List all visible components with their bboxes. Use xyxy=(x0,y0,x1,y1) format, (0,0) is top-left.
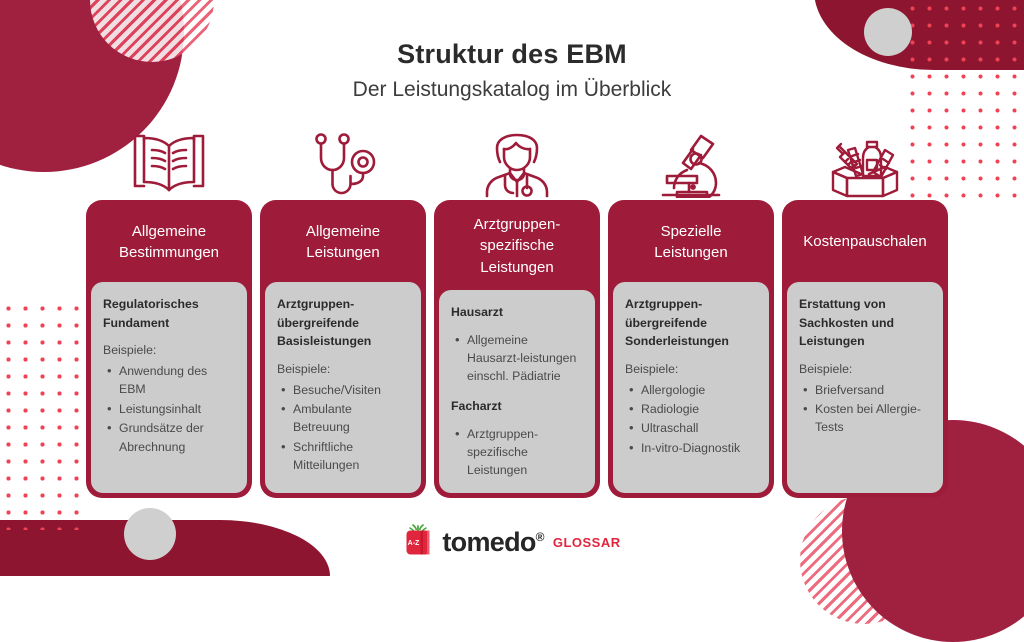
list-item: Briefversand xyxy=(801,379,931,399)
page-subtitle: Der Leistungskatalog im Überblick xyxy=(352,77,672,101)
list-item: Radiologie xyxy=(627,399,757,419)
example-list: Allgemeine Hausarzt-leistungen einschl. … xyxy=(453,330,583,386)
example-list: Besuche/Visiten Ambulante Betreuung Schr… xyxy=(279,379,409,475)
examples-label: Beispiele: xyxy=(799,362,853,377)
card-kostenpauschalen[interactable]: Kostenpauschalen Erstattung von Sachkost… xyxy=(782,200,948,498)
section-heading: Arztgruppen-übergreifende Basisleistunge… xyxy=(277,297,372,349)
example-list: Arztgruppen-spezifische Leistungen xyxy=(453,424,583,480)
card-body: Arztgruppen-übergreifende Sonderleistung… xyxy=(613,282,769,493)
list-item: Grundsätze der Abrechnung xyxy=(105,418,235,456)
open-book-icon xyxy=(86,128,252,200)
section-heading: Hausarzt xyxy=(451,304,503,319)
stethoscope-icon xyxy=(260,128,426,200)
list-item: Leistungsinhalt xyxy=(105,399,235,419)
list-item: Allergologie xyxy=(627,379,757,399)
list-item: Allgemeine Hausarzt-leistungen einschl. … xyxy=(453,330,583,386)
registered-mark-icon: ® xyxy=(535,530,545,544)
example-list: Briefversand Kosten bei Allergie-Tests xyxy=(801,379,931,437)
list-item: Anwendung des EBM xyxy=(105,361,235,399)
list-item: Besuche/Visiten xyxy=(279,379,409,399)
list-item: In-vitro-Diagnostik xyxy=(627,438,757,458)
example-list: Allergologie Radiologie Ultraschall In-v… xyxy=(627,379,757,458)
decoration-dot-grid-left xyxy=(0,300,84,530)
list-item: Arztgruppen-spezifische Leistungen xyxy=(453,424,583,480)
tomedo-az-book-icon: A-Z xyxy=(403,523,433,562)
card-body: Hausarzt Allgemeine Hausarzt-leistungen … xyxy=(439,289,595,493)
svg-text:A-Z: A-Z xyxy=(408,540,420,547)
microscope-icon xyxy=(608,128,774,200)
examples-label: Beispiele: xyxy=(625,362,679,377)
examples-label: Beispiele: xyxy=(103,343,157,358)
list-item: Schriftliche Mitteilungen xyxy=(279,437,409,475)
card-body: Erstattung von Sachkosten und Leistungen… xyxy=(787,282,943,493)
list-item: Ambulante Betreuung xyxy=(279,399,409,437)
column-kostenpauschalen: Kostenpauschalen Erstattung von Sachkost… xyxy=(782,128,948,498)
section-heading: Arztgruppen-übergreifende Sonderleistung… xyxy=(625,297,729,349)
list-item: Ultraschall xyxy=(627,418,757,438)
footer-logo[interactable]: A-Z tomedo® GLOSSAR xyxy=(0,523,1024,562)
card-body: Arztgruppen-übergreifende Basisleistunge… xyxy=(265,282,421,493)
page-header: Struktur des EBM Der Leistungskatalog im… xyxy=(0,39,1024,102)
list-item: Kosten bei Allergie-Tests xyxy=(801,399,931,437)
supply-box-icon xyxy=(782,128,948,200)
card-body: Regulatorisches Fundament Beispiele: Anw… xyxy=(91,282,247,493)
section-heading: Erstattung von Sachkosten und Leistungen xyxy=(799,297,894,349)
section-heading: Facharzt xyxy=(451,398,502,413)
card-title: Kostenpauschalen xyxy=(803,233,927,251)
section-heading: Regulatorisches Fundament xyxy=(103,297,199,330)
logo-brand-text: tomedo® xyxy=(442,527,545,557)
doctor-icon xyxy=(434,128,600,200)
example-list: Anwendung des EBM Leistungsinhalt Grunds… xyxy=(105,361,235,456)
page-title: Struktur des EBM xyxy=(397,39,627,69)
logo-product-text: GLOSSAR xyxy=(552,535,621,550)
examples-label: Beispiele: xyxy=(277,362,331,377)
